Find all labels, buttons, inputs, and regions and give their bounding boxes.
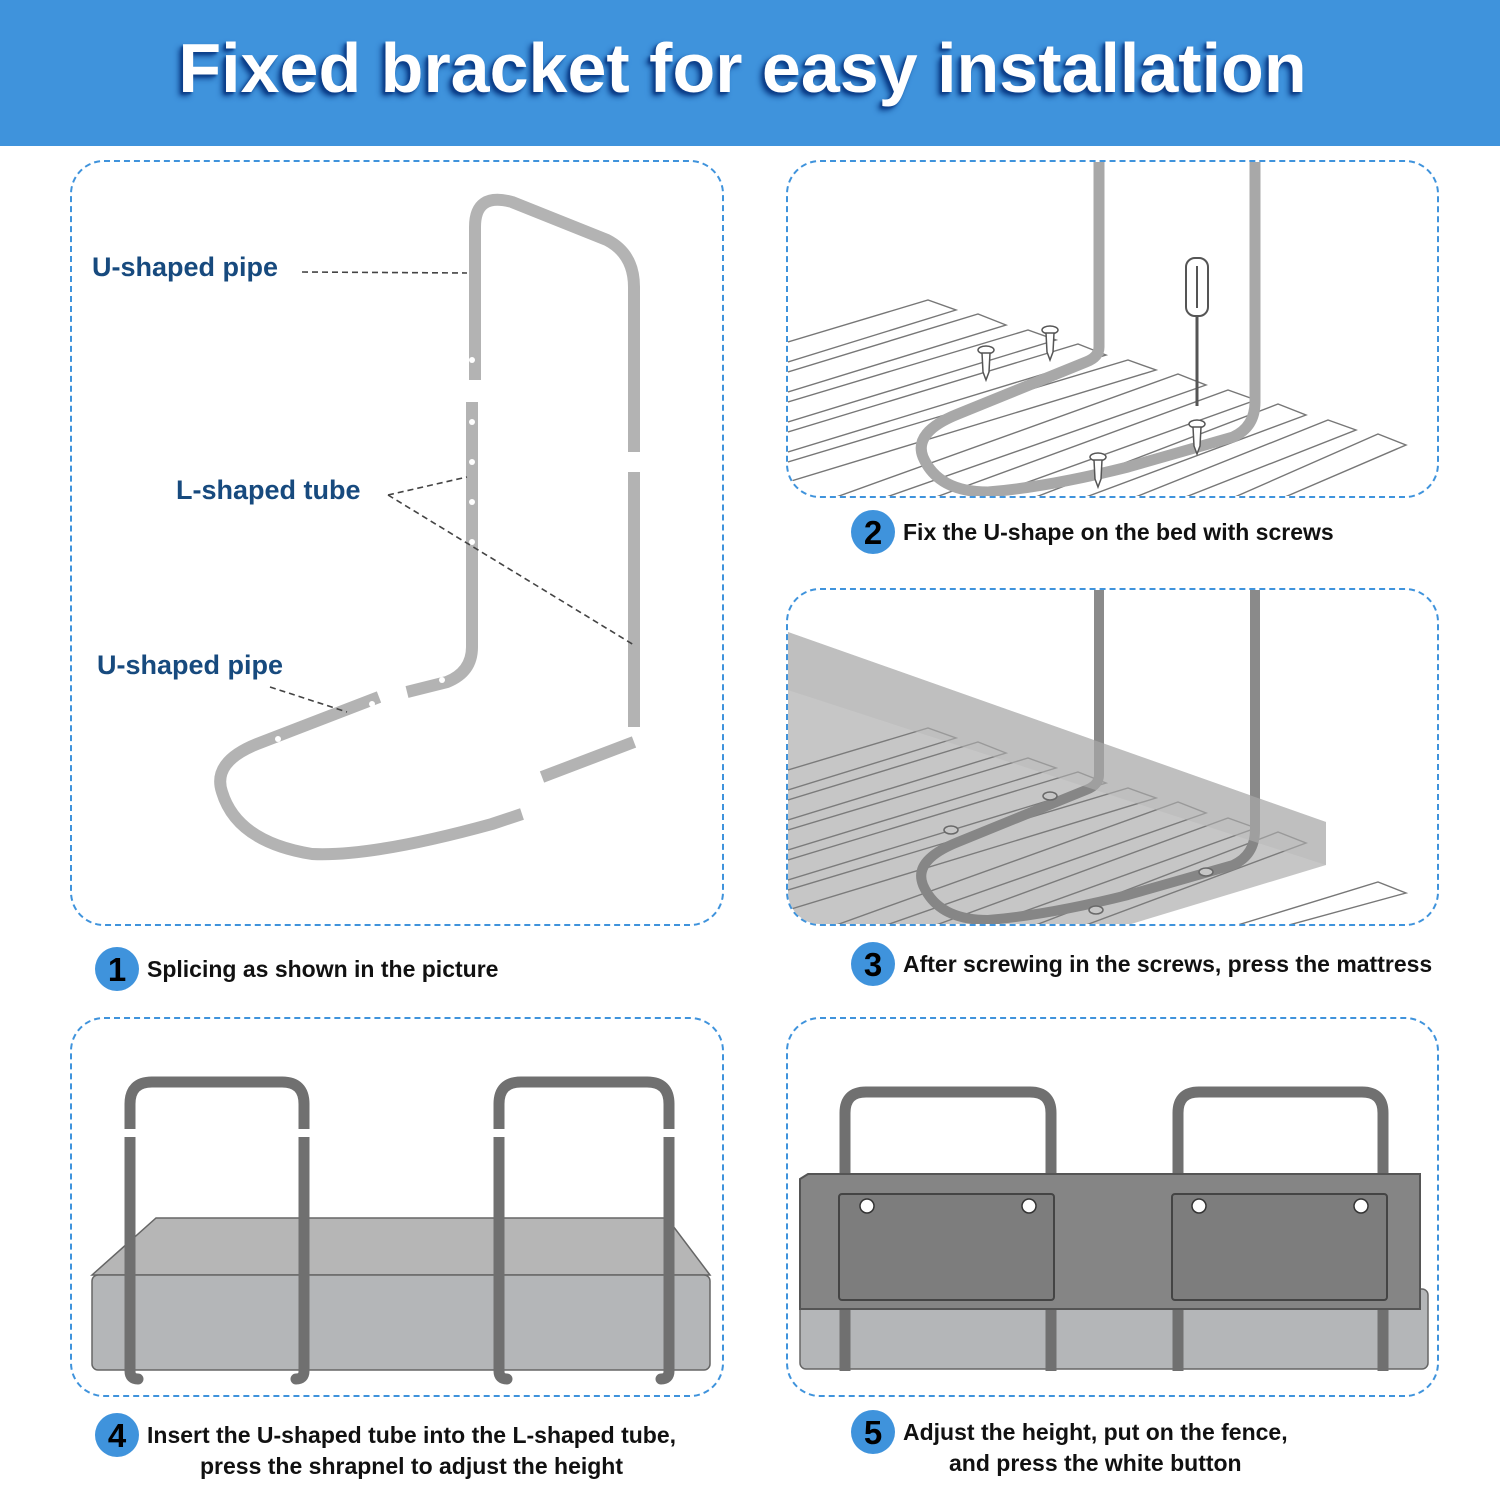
step-caption: Insert the U-shaped tube into the L-shap…	[147, 1422, 677, 1479]
step-caption: After screwing in the screws, press the …	[903, 951, 1433, 977]
screw-icons	[977, 325, 1206, 490]
fence-plate-left	[838, 1193, 1055, 1301]
step-1: 1 Splicing as shown in the picture	[95, 947, 498, 991]
step-badge: 3	[851, 942, 895, 986]
mattress-block	[90, 1217, 712, 1371]
fence-plate-right	[1171, 1193, 1388, 1301]
step-5: 5 Adjust the height, put on the fence, a…	[851, 1410, 1288, 1479]
panel-fix-screws	[786, 160, 1439, 498]
step-badge: 4	[95, 1413, 139, 1457]
bed-slats	[788, 299, 1408, 496]
panel-insert-tube	[70, 1017, 724, 1397]
step-badge: 1	[95, 947, 139, 991]
u-pipe-top	[469, 193, 640, 452]
panel-press-mattress	[786, 588, 1439, 926]
label-u-pipe-bottom: U-shaped pipe	[97, 650, 284, 680]
step-caption: Fix the U-shape on the bed with screws	[903, 519, 1334, 545]
bed-screws-illustration	[788, 162, 1408, 496]
white-button-icons	[859, 1198, 1369, 1214]
fence-illustration	[799, 1086, 1429, 1371]
step-caption: Splicing as shown in the picture	[147, 956, 499, 982]
step-badge: 5	[851, 1410, 895, 1454]
panel-splicing: U-shaped pipe L-shaped tube U-shaped pip…	[70, 160, 724, 926]
step-2: 2 Fix the U-shape on the bed with screws	[851, 510, 1334, 554]
bracket-parts-illustration	[214, 193, 640, 861]
insert-tube-illustration	[90, 1076, 712, 1385]
step-4: 4 Insert the U-shaped tube into the L-sh…	[95, 1413, 676, 1482]
screw-heads	[943, 791, 1214, 915]
u-tubes	[124, 1076, 675, 1371]
screwdriver-icon	[1185, 257, 1209, 406]
page-title: Fixed bracket for easy installation	[178, 29, 1307, 107]
u-shape-on-bed	[915, 162, 1261, 496]
u-pipe-bottom	[214, 691, 524, 861]
label-l-tube: L-shaped tube	[176, 475, 361, 505]
mattress-illustration	[788, 590, 1409, 924]
l-tube	[405, 402, 478, 698]
u-shape-under-mattress	[916, 590, 1260, 924]
step-3: 3 After screwing in the screws, press th…	[851, 942, 1432, 986]
step-caption: Adjust the height, put on the fence, and…	[903, 1419, 1288, 1476]
label-u-pipe-top: U-shaped pipe	[92, 252, 279, 282]
u-pipe-bottom-end	[539, 736, 637, 783]
u-tubes	[839, 1086, 1389, 1371]
title-banner: Fixed bracket for easy installation	[0, 0, 1500, 146]
panel-fence	[786, 1017, 1439, 1397]
step-badge: 2	[851, 510, 895, 554]
